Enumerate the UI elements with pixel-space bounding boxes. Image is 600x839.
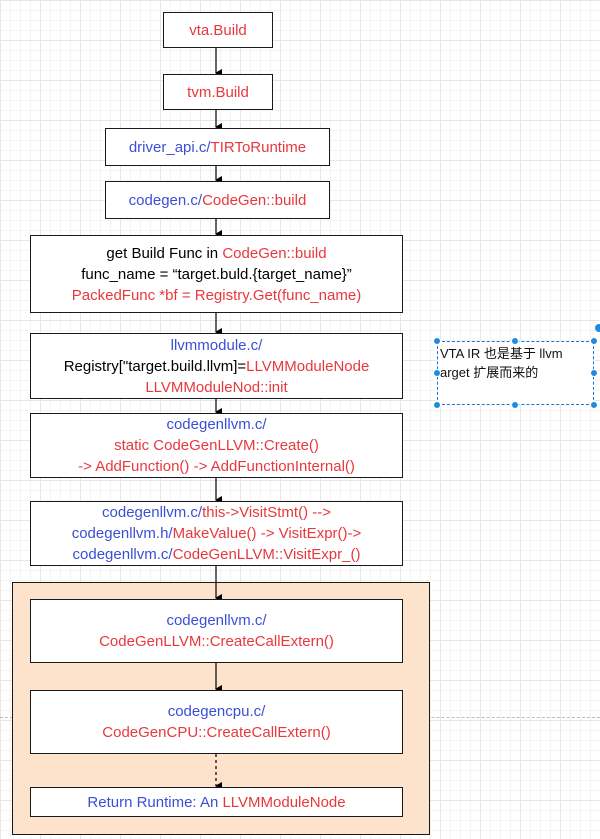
node-text-segment: TIRToRuntime bbox=[210, 138, 307, 156]
node-text-line: Registry["target.build.llvm]=LLVMModuleN… bbox=[64, 356, 370, 377]
resize-handle-icon[interactable] bbox=[433, 337, 441, 345]
resize-handle-icon[interactable] bbox=[433, 401, 441, 409]
node-text-segment: llvmmodule.c/ bbox=[170, 336, 263, 354]
node-text-line: codegen.c/CodeGen::build bbox=[129, 190, 307, 211]
visit-chain-node[interactable]: codegenllvm.c/this->VisitStmt() -->codeg… bbox=[30, 501, 403, 566]
resize-handle-icon[interactable] bbox=[590, 401, 598, 409]
node-text-line: CodeGenCPU::CreateCallExtern() bbox=[102, 722, 330, 743]
node-text-line: codegenllvm.c/this->VisitStmt() --> bbox=[102, 502, 331, 523]
resize-handle-icon[interactable] bbox=[590, 337, 598, 345]
node-text-line: static CodeGenLLVM::Create() bbox=[114, 435, 319, 456]
node-text-line: vta.Build bbox=[189, 20, 247, 41]
node-text-segment: CodeGenCPU::CreateCallExtern() bbox=[102, 724, 331, 741]
node-text-line: Return Runtime: An LLVMModuleNode bbox=[87, 792, 345, 813]
node-text-segment: CodeGenLLVM::VisitExpr_() bbox=[172, 546, 361, 563]
node-text-segment: CodeGen::build bbox=[202, 191, 307, 209]
node-text-line: codegencpu.c/ bbox=[168, 701, 266, 722]
node-text-segment: get Build Func in bbox=[106, 244, 223, 262]
node-text-line: tvm.Build bbox=[187, 82, 249, 103]
node-text-line: codegenllvm.c/ bbox=[166, 610, 266, 631]
node-text-segment: Registry["target.build.llvm]= bbox=[63, 357, 247, 375]
node-text-line: get Build Func in CodeGen::build bbox=[106, 243, 326, 264]
node-text-segment: codegen.c/ bbox=[128, 191, 203, 209]
node-text-segment: tvm.Build bbox=[187, 83, 249, 101]
node-text-segment: CodeGenLLVM::CreateCallExtern() bbox=[99, 633, 334, 650]
node-text-segment: -> AddFunction() -> AddFunctionInternal(… bbox=[78, 458, 355, 475]
resize-handle-icon[interactable] bbox=[590, 369, 598, 377]
node-text-segment: codegenllvm.c/ bbox=[166, 416, 267, 433]
create-call-extern-llvm-node[interactable]: codegenllvm.c/CodeGenLLVM::CreateCallExt… bbox=[30, 599, 403, 663]
node-text-segment: MakeValue() -> VisitExpr()-> bbox=[172, 525, 362, 542]
node-text-line: PackedFunc *bf = Registry.Get(func_name) bbox=[72, 285, 361, 306]
node-text-line: codegenllvm.c/ bbox=[166, 414, 266, 435]
node-text-line: driver_api.c/TIRToRuntime bbox=[129, 137, 306, 158]
node-text-line: LLVMModuleNod::init bbox=[145, 377, 287, 398]
llvmmodule-node[interactable]: llvmmodule.c/Registry["target.build.llvm… bbox=[30, 333, 403, 399]
node-text-line: func_name = “target.buld.{target_name}” bbox=[81, 264, 352, 285]
resize-handle-icon[interactable] bbox=[511, 401, 519, 409]
node-text-segment: LLVMModuleNode bbox=[246, 357, 370, 375]
note-line-2: arget 扩展而来的 bbox=[440, 365, 539, 380]
codegen-build-node[interactable]: codegen.c/CodeGen::build bbox=[105, 181, 330, 219]
node-text-segment: codegenllvm.c/ bbox=[72, 546, 173, 563]
vta-build-node[interactable]: vta.Build bbox=[163, 12, 273, 48]
node-text-segment: codegenllvm.c/ bbox=[102, 504, 203, 521]
node-text-segment: codegencpu.c/ bbox=[167, 703, 266, 720]
node-text-segment: driver_api.c/ bbox=[128, 138, 211, 156]
node-text-segment: PackedFunc *bf = Registry.Get(func_name) bbox=[71, 286, 362, 304]
resize-handle-icon[interactable] bbox=[511, 337, 519, 345]
node-text-segment: static CodeGenLLVM::Create() bbox=[114, 437, 319, 454]
rotate-handle-icon[interactable] bbox=[594, 323, 600, 333]
node-text-segment: vta.Build bbox=[189, 21, 247, 39]
codegenllvm-create-node[interactable]: codegenllvm.c/static CodeGenLLVM::Create… bbox=[30, 413, 403, 478]
node-text-line: -> AddFunction() -> AddFunctionInternal(… bbox=[78, 456, 355, 477]
node-text-segment: CodeGen::build bbox=[222, 244, 327, 262]
node-text-segment: LLVMModuleNod::init bbox=[145, 378, 288, 396]
node-text-segment: codegenllvm.h/ bbox=[71, 525, 173, 542]
resize-handle-icon[interactable] bbox=[433, 369, 441, 377]
node-text-line: CodeGenLLVM::CreateCallExtern() bbox=[99, 631, 334, 652]
driver-api-node[interactable]: driver_api.c/TIRToRuntime bbox=[105, 128, 330, 166]
note-line-1: VTA IR 也是基于 llvm bbox=[440, 346, 563, 361]
node-text-segment: LLVMModuleNode bbox=[222, 793, 346, 811]
node-text-segment: this->VisitStmt() --> bbox=[202, 504, 331, 521]
node-text-segment: Return Runtime: An bbox=[87, 793, 223, 811]
create-call-extern-cpu-node[interactable]: codegencpu.c/CodeGenCPU::CreateCallExter… bbox=[30, 690, 403, 754]
tvm-build-node[interactable]: tvm.Build bbox=[163, 74, 273, 110]
node-text-segment: codegenllvm.c/ bbox=[166, 612, 267, 629]
vta-ir-note[interactable]: VTA IR 也是基于 llvm arget 扩展而来的 bbox=[437, 341, 594, 405]
node-text-segment: func_name = “target.buld.{target_name}” bbox=[81, 265, 352, 283]
node-text-line: codegenllvm.c/CodeGenLLVM::VisitExpr_() bbox=[73, 544, 361, 565]
node-text-line: codegenllvm.h/MakeValue() -> VisitExpr()… bbox=[72, 523, 362, 544]
return-runtime-node[interactable]: Return Runtime: An LLVMModuleNode bbox=[30, 787, 403, 817]
node-text-line: llvmmodule.c/ bbox=[171, 335, 263, 356]
